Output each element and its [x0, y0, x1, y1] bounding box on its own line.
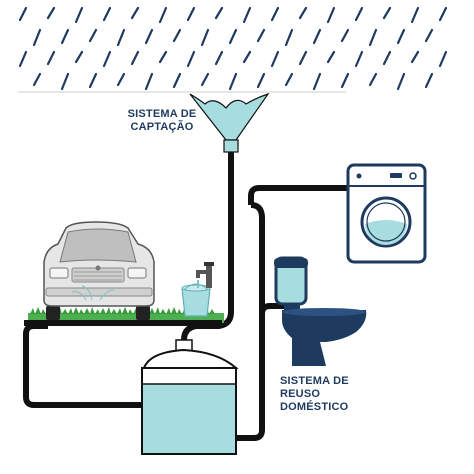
- water-tank-icon: [141, 339, 239, 455]
- reuse-system-label: SISTEMA DE REUSO DOMÉSTICO: [280, 375, 390, 414]
- rain-drop: [284, 72, 294, 87]
- rain-drop: [354, 6, 364, 22]
- washing-machine-icon: [346, 163, 427, 264]
- rain-drop: [298, 6, 308, 20]
- rain-drop: [410, 50, 420, 64]
- rain-drop: [60, 28, 70, 45]
- grass: [24, 307, 224, 326]
- rain-drop: [326, 50, 336, 64]
- rain-drop: [340, 72, 350, 89]
- rain-drop: [270, 50, 280, 68]
- bucket-icon: [181, 283, 211, 317]
- rain-icon: [18, 6, 448, 91]
- rain-drop: [172, 28, 182, 43]
- rain-drop: [200, 72, 210, 87]
- rain-drop: [382, 50, 392, 66]
- rain-drop: [228, 28, 238, 45]
- reuse-label-line1: SISTEMA DE: [280, 375, 349, 387]
- rain-drop: [214, 50, 224, 66]
- rain-drop: [102, 6, 112, 22]
- rain-drop: [298, 50, 308, 66]
- rain-drop: [116, 28, 126, 47]
- rain-drop: [368, 28, 378, 47]
- rain-drop: [88, 28, 98, 43]
- toilet-icon: [274, 256, 367, 366]
- rain-drop: [312, 28, 322, 45]
- capture-label-line2: CAPTAÇÃO: [130, 121, 194, 133]
- rain-drop: [46, 50, 56, 66]
- rain-drop: [116, 72, 126, 87]
- rain-drop: [242, 50, 252, 64]
- rain-drop: [158, 6, 168, 24]
- rain-drop: [102, 50, 112, 68]
- rain-drop: [326, 6, 336, 24]
- rain-drop: [144, 28, 154, 45]
- rain-drop: [158, 50, 168, 64]
- rain-drop: [438, 50, 448, 68]
- funnel-icon: [18, 91, 346, 153]
- rain-drop: [74, 6, 84, 24]
- rain-drop: [256, 72, 266, 89]
- rain-drop: [18, 6, 28, 22]
- rain-drop: [32, 72, 42, 87]
- rain-drop: [186, 50, 196, 68]
- rain-drop: [242, 6, 252, 24]
- faucet-icon: [196, 262, 214, 288]
- rain-drop: [130, 50, 140, 66]
- rain-drop: [144, 72, 154, 91]
- rain-drop: [354, 50, 364, 68]
- rain-drop: [60, 72, 70, 91]
- rain-drop: [130, 6, 140, 20]
- rain-drop: [340, 28, 350, 43]
- rain-drop: [200, 28, 210, 47]
- rain-drop: [270, 6, 280, 22]
- rain-drop: [18, 50, 28, 68]
- rain-drop: [74, 50, 84, 64]
- rain-drop: [214, 6, 224, 20]
- rain-drop: [256, 28, 266, 43]
- rain-drop: [396, 72, 406, 91]
- reuse-label-line2: REUSO DOMÉSTICO: [280, 388, 349, 413]
- rain-drop: [410, 6, 420, 24]
- capture-label-line1: SISTEMA DE: [127, 108, 197, 120]
- rain-drop: [424, 28, 434, 43]
- rain-drop: [88, 72, 98, 89]
- rain-drop: [424, 72, 434, 89]
- rain-drop: [32, 28, 42, 47]
- rain-drop: [396, 28, 406, 45]
- rain-drop: [382, 6, 392, 20]
- rain-drop: [228, 72, 238, 91]
- rain-drop: [284, 28, 294, 47]
- rain-drop: [172, 72, 182, 89]
- rain-drop: [438, 6, 448, 22]
- rain-drop: [186, 6, 196, 22]
- capture-system-label: SISTEMA DE CAPTAÇÃO: [122, 108, 202, 134]
- rain-drop: [312, 72, 322, 91]
- car-icon: [43, 221, 155, 320]
- rain-drop: [46, 6, 56, 20]
- rain-drop: [368, 72, 378, 87]
